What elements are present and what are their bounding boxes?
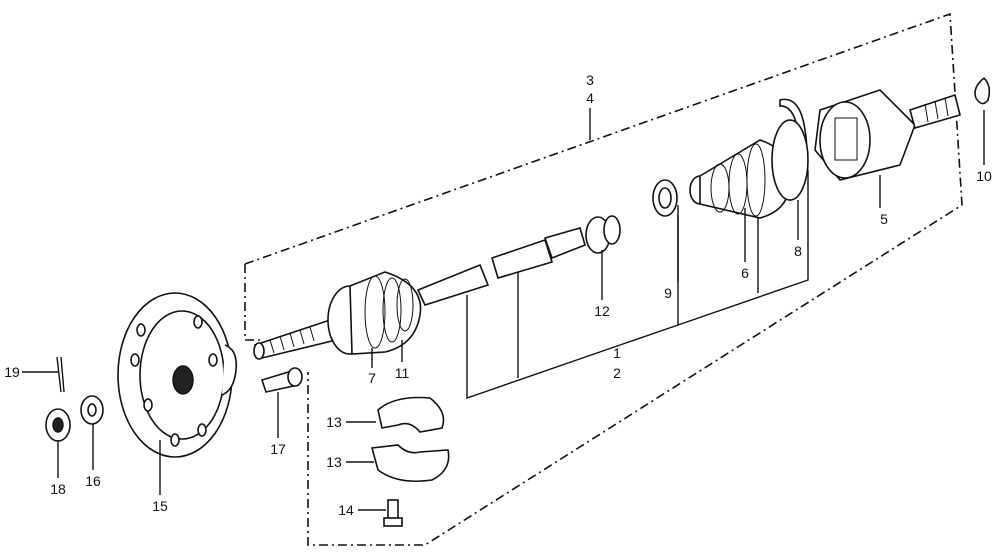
spline-seal	[585, 215, 621, 254]
callout-7: 7	[368, 370, 376, 386]
clamp-half-upper	[377, 396, 445, 433]
clamp-half-lower	[370, 444, 450, 483]
callout-10: 10	[976, 168, 992, 184]
callout-1: 1	[613, 345, 621, 361]
callout-4: 4	[586, 90, 594, 106]
callout-3: 3	[586, 72, 594, 88]
boot-band-8	[771, 98, 809, 202]
outboard-stub-shaft	[253, 318, 338, 360]
boot-band-9	[652, 179, 678, 217]
callout-13-lower: 13	[326, 454, 342, 470]
callout-16: 16	[85, 473, 101, 489]
inboard-cv-housing	[814, 89, 961, 181]
leader-lines	[22, 110, 985, 511]
center-shaft	[416, 227, 586, 306]
callout-11: 11	[395, 365, 410, 381]
circlip-10	[974, 77, 991, 105]
outboard-cv-joint	[327, 271, 422, 355]
callout-9: 9	[664, 285, 672, 301]
callout-8: 8	[794, 243, 802, 259]
wheel-stud-17	[260, 367, 303, 393]
bolt-14	[383, 499, 403, 527]
callout-labels: 1 2 3 4 5 6 7 8 9 10 11 12 13 13 14 15 1…	[4, 72, 992, 518]
callout-19: 19	[4, 364, 20, 380]
wheel-hub-15	[117, 292, 238, 458]
callout-15: 15	[152, 498, 168, 514]
castle-nut-18	[45, 408, 71, 442]
callout-12: 12	[594, 303, 610, 319]
cotter-pin-19	[56, 356, 65, 393]
callout-18: 18	[50, 481, 66, 497]
callout-2: 2	[613, 365, 621, 381]
callout-13-upper: 13	[326, 414, 342, 430]
callout-5: 5	[880, 211, 888, 227]
washer-16	[80, 395, 104, 425]
assembly-boundary	[244, 12, 963, 546]
callout-14: 14	[338, 502, 354, 518]
callout-17: 17	[270, 441, 286, 457]
callout-6: 6	[741, 265, 749, 281]
